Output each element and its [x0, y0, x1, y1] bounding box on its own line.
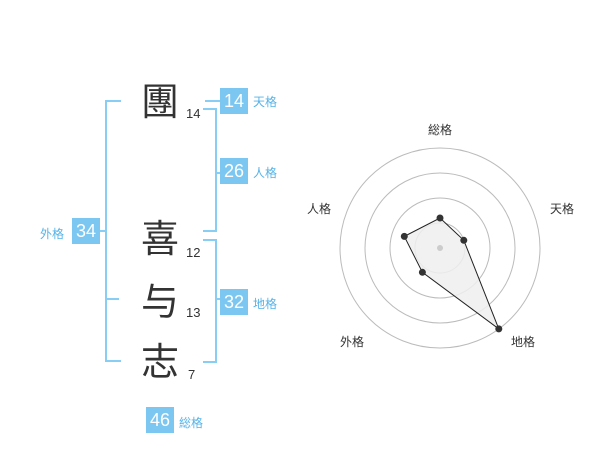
chikaku-bracket	[203, 239, 217, 363]
tenkaku-value-badge: 14	[220, 88, 248, 114]
radar-point-5	[400, 232, 408, 240]
radar-point-1	[436, 214, 444, 222]
radar-ring-2	[389, 197, 491, 299]
soukaku-value-badge: 46	[146, 407, 174, 433]
gaikaku-label: 外格	[40, 227, 65, 241]
chikaku-connector	[215, 298, 220, 300]
radar-value-polygon	[403, 217, 500, 331]
radar-axis-label-soukaku: 総格	[428, 123, 453, 137]
stroke-count-3: 13	[186, 305, 201, 320]
radar-axis-label-chikaku: 地格	[511, 335, 536, 349]
soukaku-label: 総格	[179, 416, 204, 430]
radar-ring-3	[364, 172, 516, 324]
gaikaku-connector	[97, 230, 105, 232]
jinkaku-value-badge: 26	[220, 158, 248, 184]
radar-ring-4	[339, 147, 541, 349]
gaikaku-value-badge: 34	[72, 218, 100, 244]
radar-point-2	[460, 236, 468, 244]
tenkaku-connector	[205, 100, 220, 102]
chikaku-label: 地格	[253, 297, 278, 311]
stroke-count-4: 7	[188, 367, 196, 382]
jinkaku-connector	[215, 172, 220, 174]
radar-axis-label-jinkaku: 人格	[307, 202, 332, 216]
chikaku-value-badge: 32	[220, 289, 248, 315]
tenkaku-label: 天格	[253, 95, 278, 109]
name-char-2: 喜	[141, 217, 180, 261]
stroke-count-2: 12	[186, 245, 201, 260]
jinkaku-bracket	[203, 108, 217, 232]
name-char-3: 与	[141, 280, 180, 324]
radar-point-3	[495, 325, 503, 333]
name-char-4: 志	[141, 340, 180, 384]
name-char-1: 團	[141, 80, 180, 124]
radar-axis-label-tenkaku: 天格	[550, 202, 575, 216]
stroke-count-1: 14	[186, 106, 201, 121]
gaikaku-bracket	[105, 100, 121, 362]
gaikaku-tick	[105, 298, 119, 300]
jinkaku-label: 人格	[253, 166, 278, 180]
radar-axis-label-gaikaku: 外格	[340, 335, 365, 349]
radar-point-4	[418, 268, 426, 276]
radar-center-dot	[437, 245, 443, 251]
